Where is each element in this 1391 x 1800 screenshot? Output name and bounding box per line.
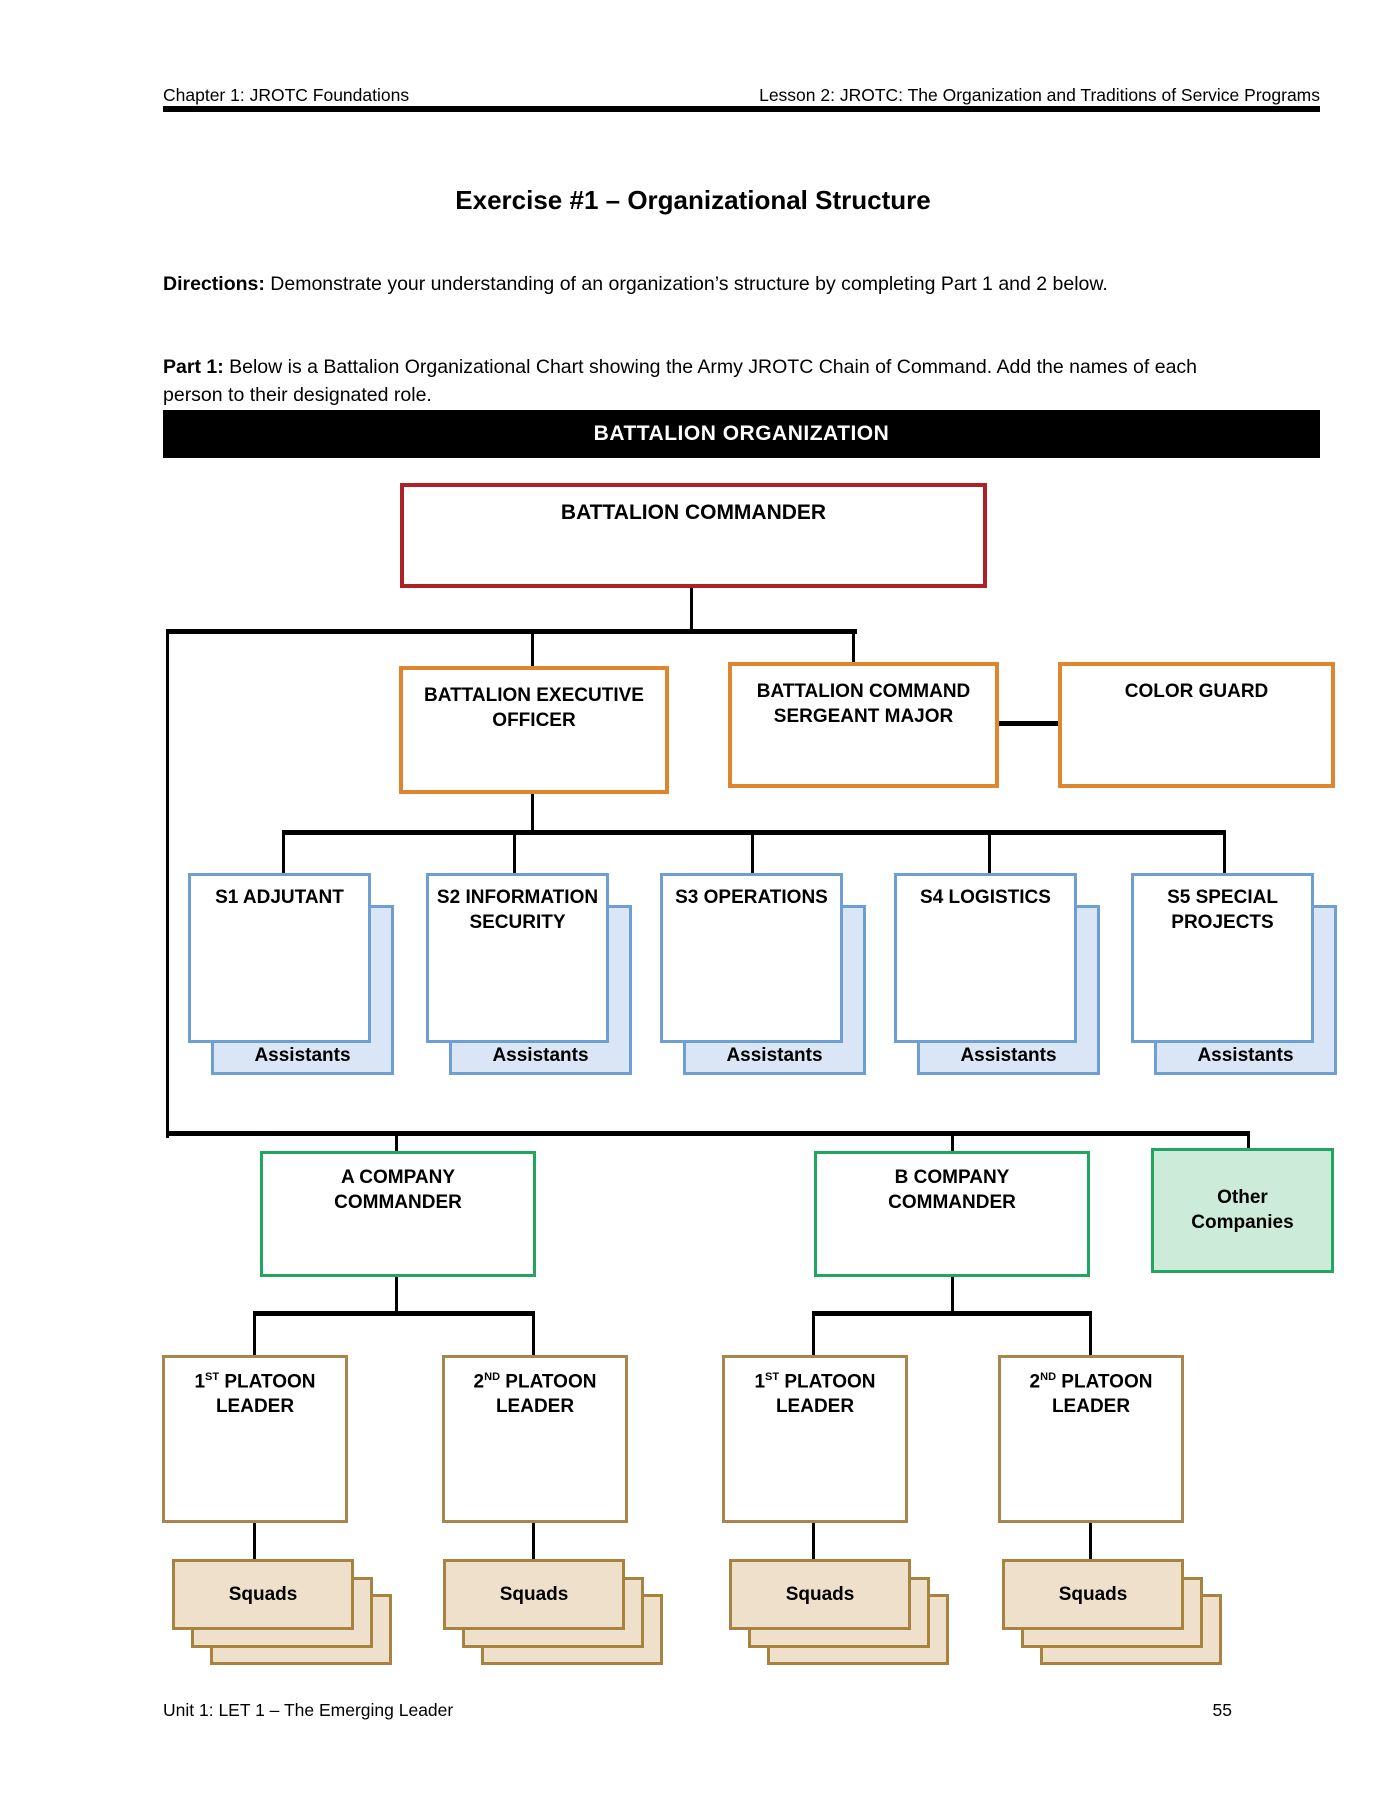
- exercise-title: Exercise #1 – Organizational Structure: [455, 185, 931, 215]
- platoon-title: PLATOON LEADER: [775, 1371, 876, 1418]
- company-a-commander-box: A COMPANY COMMANDER: [260, 1151, 536, 1277]
- connector-company-b-stub: [951, 1131, 954, 1154]
- battalion-command-sergeant-major-box: BATTALION COMMAND SERGEANT MAJOR: [728, 662, 999, 788]
- connector-company-b-down: [951, 1274, 954, 1316]
- header-rule: [163, 106, 1320, 112]
- platoon-ordinal: 2: [473, 1371, 485, 1393]
- staff-box-s4: S4 LOGISTICS: [894, 873, 1077, 1043]
- connector-other-companies-drop: [1247, 1131, 1250, 1151]
- squads-box-a2: Squads: [443, 1559, 625, 1630]
- connector-platoon-b2-stub: [1089, 1311, 1092, 1358]
- platoon-title: PLATOON LEADER: [215, 1371, 316, 1418]
- part1-text: Below is a Battalion Organizational Char…: [163, 355, 1198, 406]
- connector-platoon-b1-stub: [812, 1311, 815, 1358]
- squads-box-b1: Squads: [729, 1559, 911, 1630]
- platoon-title: PLATOON LEADER: [1051, 1371, 1153, 1418]
- assistants-label: Assistants: [254, 1045, 351, 1066]
- page-number: 55: [1212, 1700, 1232, 1720]
- connector-top-hline: [166, 629, 857, 634]
- connector-xo-stub: [531, 629, 534, 669]
- platoon-leader-box-a2: 2ND PLATOON LEADER: [442, 1355, 628, 1523]
- assistants-label: Assistants: [960, 1045, 1057, 1066]
- platoon-leader-box-b1: 1ST PLATOON LEADER: [722, 1355, 908, 1523]
- platoon-ordinal: 1: [754, 1371, 766, 1393]
- staff-box-s5: S5 SPECIAL PROJECTS: [1131, 873, 1314, 1043]
- connector-platoon-a1-stub: [253, 1311, 256, 1358]
- platoon-ordinal-suffix: ST: [765, 1371, 780, 1383]
- connector-csm-stub: [852, 629, 855, 665]
- connector-company-hline: [166, 1131, 1250, 1136]
- connector-squads-b2-stub: [1089, 1521, 1092, 1562]
- staff-box-s2: S2 INFORMATION SECURITY: [426, 873, 609, 1043]
- connector-s2-stub: [513, 830, 516, 876]
- connector-squads-b1-stub: [812, 1521, 815, 1562]
- connector-company-a-down: [395, 1274, 398, 1316]
- squads-box-a1: Squads: [172, 1559, 354, 1630]
- connector-s5-stub: [1223, 830, 1226, 876]
- platoon-leader-box-b2: 2ND PLATOON LEADER: [998, 1355, 1184, 1523]
- platoon-ordinal-suffix: ND: [1040, 1371, 1057, 1383]
- connector-squads-a2-stub: [532, 1521, 535, 1562]
- platoon-title: PLATOON LEADER: [495, 1371, 597, 1418]
- connector-platoon-a-hline: [253, 1311, 535, 1316]
- part1-paragraph: Part 1: Below is a Battalion Organizatio…: [163, 353, 1203, 410]
- other-companies-box: Other Companies: [1151, 1148, 1334, 1273]
- assistants-label: Assistants: [492, 1045, 589, 1066]
- connector-colorguard-link: [996, 721, 1060, 726]
- connector-s3-stub: [751, 830, 754, 876]
- connector-commander-stub: [690, 585, 693, 633]
- connector-s1-stub: [282, 830, 285, 876]
- assistants-label: Assistants: [726, 1045, 823, 1066]
- connector-platoon-b-hline: [812, 1311, 1092, 1316]
- battalion-executive-officer-box: BATTALION EXECUTIVE OFFICER: [399, 666, 669, 794]
- directions-paragraph: Directions: Demonstrate your understandi…: [163, 270, 1203, 298]
- footer-unit-label: Unit 1: LET 1 – The Emerging Leader: [163, 1700, 454, 1720]
- connector-s4-stub: [988, 830, 991, 876]
- assistants-label: Assistants: [1197, 1045, 1294, 1066]
- staff-box-s3: S3 OPERATIONS: [660, 873, 843, 1043]
- platoon-ordinal: 1: [194, 1371, 206, 1393]
- color-guard-box: COLOR GUARD: [1058, 662, 1335, 788]
- staff-box-s1: S1 ADJUTANT: [188, 873, 371, 1043]
- directions-text: Demonstrate your understanding of an org…: [264, 272, 1108, 295]
- connector-company-a-stub: [395, 1131, 398, 1154]
- company-b-commander-box: B COMPANY COMMANDER: [814, 1151, 1090, 1277]
- part1-label: Part 1:: [163, 355, 224, 378]
- platoon-ordinal-suffix: ND: [484, 1371, 501, 1383]
- platoon-ordinal: 2: [1029, 1371, 1041, 1393]
- battalion-organization-banner: BATTALION ORGANIZATION: [163, 410, 1320, 458]
- connector-xo-down: [531, 792, 534, 834]
- connector-left-drop: [166, 629, 169, 1138]
- header-chapter: Chapter 1: JROTC Foundations: [163, 85, 410, 105]
- squads-box-b2: Squads: [1002, 1559, 1184, 1630]
- directions-label: Directions:: [163, 272, 265, 295]
- header-lesson: Lesson 2: JROTC: The Organization and Tr…: [759, 85, 1320, 105]
- connector-squads-a1-stub: [253, 1521, 256, 1562]
- connector-platoon-a2-stub: [532, 1311, 535, 1358]
- connector-staff-hline: [282, 830, 1226, 835]
- battalion-commander-box: BATTALION COMMANDER: [400, 483, 987, 588]
- platoon-leader-box-a1: 1ST PLATOON LEADER: [162, 1355, 348, 1523]
- platoon-ordinal-suffix: ST: [205, 1371, 220, 1383]
